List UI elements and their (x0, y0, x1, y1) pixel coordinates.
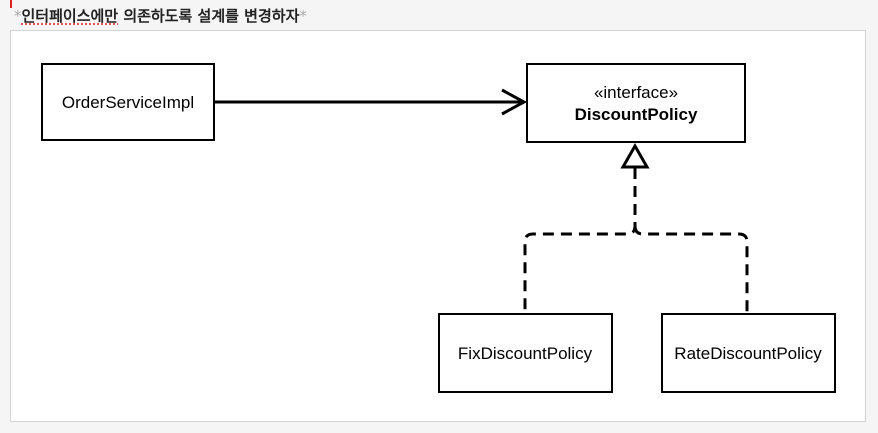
hollow-triangle-arrowhead (620, 142, 650, 169)
node-order-service-impl-box (41, 63, 215, 141)
caption-prefix-mark: * (14, 7, 22, 25)
node-fix-discount-policy-label: FixDiscountPolicy (458, 344, 593, 363)
node-rate-discount-policy-box (661, 313, 836, 393)
node-order-service-impl: OrderServiceImpl (41, 63, 215, 141)
node-discount-policy-box (526, 63, 746, 143)
node-fix-discount-policy-box (438, 313, 613, 393)
node-order-service-impl-label: OrderServiceImpl (62, 93, 194, 112)
edge-rate-to-discount (633, 225, 749, 312)
node-discount-policy-stereotype: «interface» (594, 83, 678, 102)
node-discount-policy-label: DiscountPolicy (575, 105, 698, 124)
node-fix-discount-policy: FixDiscountPolicy (438, 313, 613, 393)
node-rate-discount-policy-label: RateDiscountPolicy (674, 344, 822, 363)
edge-fix-to-discount (523, 168, 637, 312)
caption: *인터페이스에만 의존하도록 설계를 변경하자* (14, 4, 307, 28)
caption-suffix-mark: * (299, 7, 307, 25)
caption-marker (10, 0, 12, 8)
node-discount-policy: «interface» DiscountPolicy (526, 63, 746, 143)
caption-rest-text: 의존하도록 설계를 변경하자 (118, 7, 300, 25)
caption-underlined-text: 인터페이스에만 (21, 7, 119, 25)
open-arrowhead (501, 88, 528, 116)
node-rate-discount-policy: RateDiscountPolicy (661, 313, 836, 393)
